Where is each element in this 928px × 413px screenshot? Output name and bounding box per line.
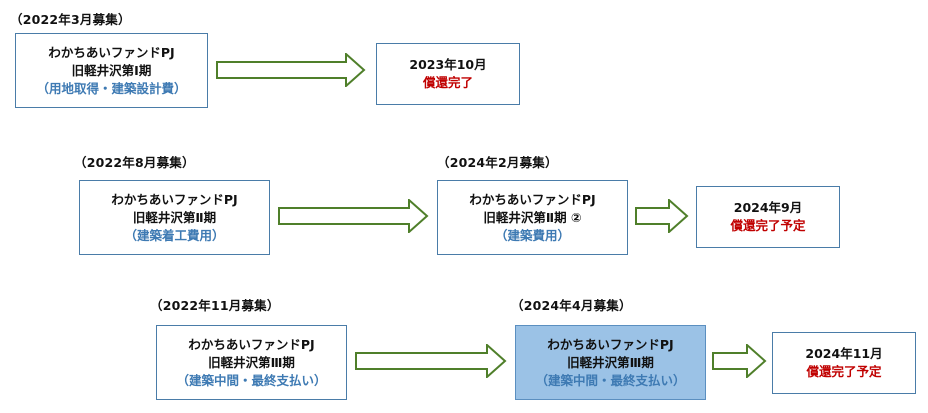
row1-recruitment-label: （2022年3月募集） <box>10 12 131 27</box>
fund-purpose: （建築中間・最終支払い） <box>176 372 327 388</box>
fund-name: わかちあいファンドPJ <box>547 336 674 352</box>
fund-period: 旧軽井沢第Ⅱ期 ② <box>483 209 582 225</box>
fund-name: わかちあいファンドPJ <box>48 44 175 60</box>
fund-purpose: （建築着工費用） <box>124 227 225 243</box>
redemption-date: 2024年9月 <box>733 200 803 215</box>
row2-result-box: 2024年9月 償還完了予定 <box>696 186 840 248</box>
row2-fund-box: わかちあいファンドPJ 旧軽井沢第Ⅱ期 （建築着工費用） <box>79 180 270 255</box>
row2-recruitment-label: （2022年8月募集） <box>74 155 195 170</box>
redemption-status: 償還完了 <box>422 75 473 90</box>
row1-result-box: 2023年10月 償還完了 <box>376 43 520 105</box>
redemption-status: 償還完了予定 <box>730 218 806 233</box>
fund-purpose: （用地取得・建築設計費） <box>36 80 187 96</box>
arrow-right-icon <box>278 199 429 233</box>
arrow-right-icon <box>355 344 507 378</box>
redemption-status: 償還完了予定 <box>806 364 882 379</box>
fund-period: 旧軽井沢第Ⅱ期 <box>132 209 217 225</box>
redemption-date: 2024年11月 <box>805 346 883 361</box>
row3-recruitment-label-2: （2024年4月募集） <box>511 298 632 313</box>
row3-result-box: 2024年11月 償還完了予定 <box>772 332 916 394</box>
arrow-right-icon <box>712 344 767 378</box>
arrow-right-icon <box>635 199 689 233</box>
fund-period: 旧軽井沢第Ⅲ期 <box>567 354 654 370</box>
redemption-date: 2023年10月 <box>409 57 487 72</box>
fund-period: 旧軽井沢第Ⅲ期 <box>208 354 295 370</box>
arrow-right-icon <box>216 53 366 87</box>
fund-name: わかちあいファンドPJ <box>188 336 315 352</box>
fund-name: わかちあいファンドPJ <box>111 191 238 207</box>
fund-purpose: （建築中間・最終支払い） <box>535 372 686 388</box>
row2-recruitment-label-2: （2024年2月募集） <box>437 155 558 170</box>
row2-fund-box-2: わかちあいファンドPJ 旧軽井沢第Ⅱ期 ② （建築費用） <box>437 180 628 255</box>
fund-name: わかちあいファンドPJ <box>469 191 596 207</box>
fund-period: 旧軽井沢第Ⅰ期 <box>71 62 152 78</box>
row3-recruitment-label: （2022年11月募集） <box>150 298 280 313</box>
row1-fund-box: わかちあいファンドPJ 旧軽井沢第Ⅰ期 （用地取得・建築設計費） <box>15 33 208 108</box>
row3-fund-box-2-highlighted: わかちあいファンドPJ 旧軽井沢第Ⅲ期 （建築中間・最終支払い） <box>515 325 706 400</box>
fund-purpose: （建築費用） <box>494 227 570 243</box>
row3-fund-box: わかちあいファンドPJ 旧軽井沢第Ⅲ期 （建築中間・最終支払い） <box>156 325 347 400</box>
